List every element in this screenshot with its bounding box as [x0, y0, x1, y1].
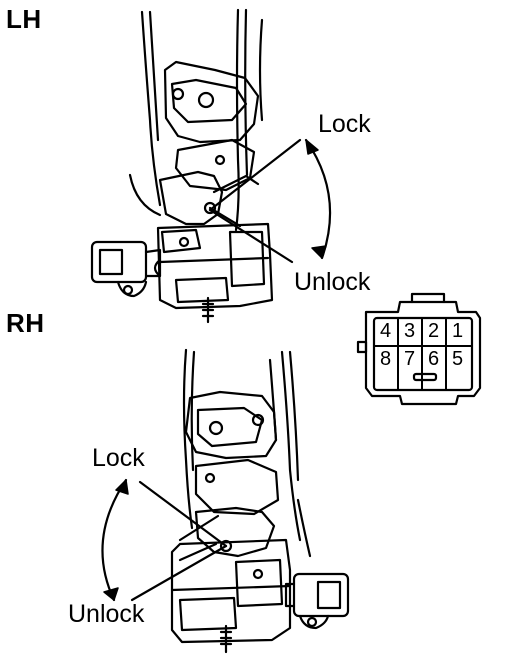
- lh-lock-assembly: [90, 8, 274, 324]
- lh-lock-label: Lock: [318, 110, 371, 138]
- lh-lock-unlock-indicator: [208, 138, 332, 264]
- rh-unlock-label: Unlock: [68, 600, 145, 628]
- connector-pin: 2: [428, 320, 440, 342]
- connector-housing: [356, 292, 482, 406]
- connector-pin: 8: [380, 348, 392, 370]
- connector-pin: 4: [380, 320, 392, 342]
- rh-side-label: RH: [6, 308, 45, 338]
- rh-lock-assembly: [170, 348, 350, 654]
- rh-lock-unlock-indicator: [101, 478, 228, 602]
- connector-pin: 7: [404, 348, 416, 370]
- connector-pin: 3: [404, 320, 416, 342]
- rh-lock-label: Lock: [92, 444, 145, 472]
- connector-pin: 6: [428, 348, 440, 370]
- lh-side-label: LH: [6, 4, 42, 34]
- connector-pin: 1: [452, 320, 464, 342]
- connector-pin: 5: [452, 348, 464, 370]
- lh-unlock-label: Unlock: [294, 268, 371, 296]
